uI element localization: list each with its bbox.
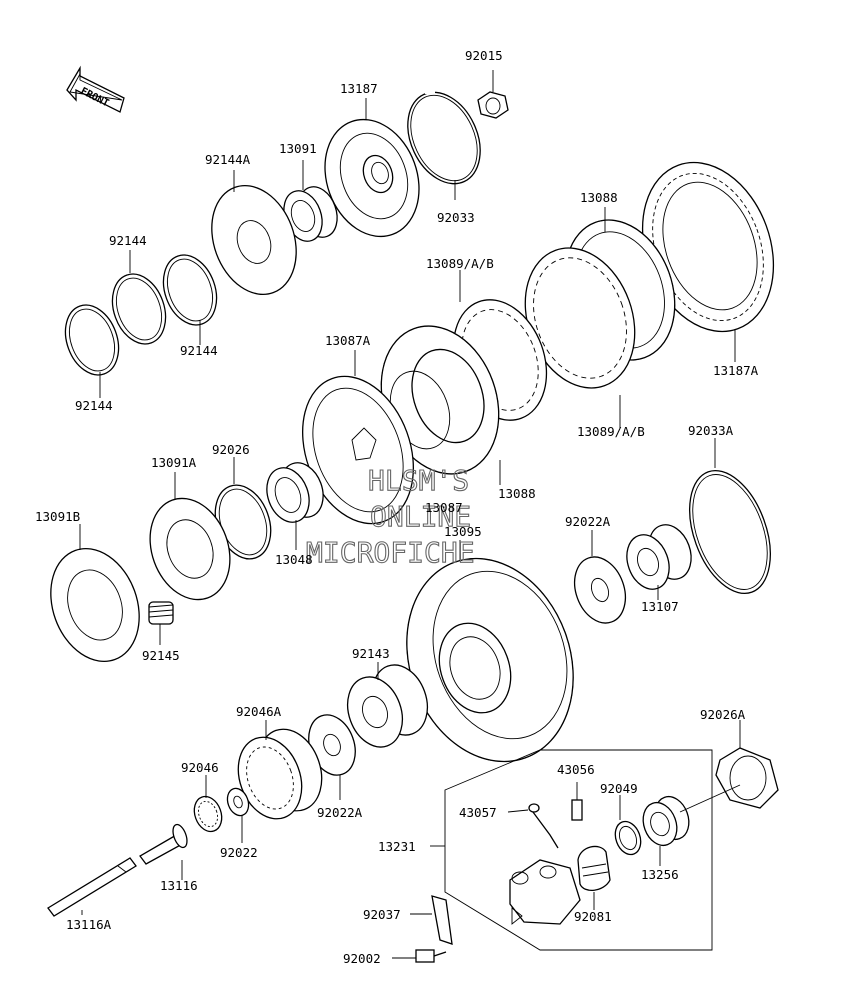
washer-92022 (226, 787, 250, 843)
label-92015[interactable]: 92015 (465, 48, 503, 63)
watermark: HLSM'S ONLINE MICROFICHE (305, 463, 475, 569)
washer-92022A-low (308, 714, 356, 800)
watermark-line-1: HLSM'S (368, 464, 469, 497)
pushrod-13116 (139, 823, 188, 880)
label-13088-top[interactable]: 13088 (580, 190, 618, 205)
label-13116[interactable]: 13116 (160, 878, 198, 893)
label-13187[interactable]: 13187 (340, 81, 378, 96)
housing-13095 (406, 540, 574, 763)
label-92144-mid[interactable]: 92144 (180, 343, 218, 358)
boot-92081 (577, 845, 611, 910)
plate-13091A (149, 472, 231, 601)
label-92144-low[interactable]: 92144 (75, 398, 113, 413)
label-13256[interactable]: 13256 (641, 867, 679, 882)
collar-13048 (266, 462, 324, 550)
label-13091B[interactable]: 13091B (35, 509, 80, 524)
bearing-92046 (193, 775, 223, 833)
label-13048[interactable]: 13048 (275, 552, 313, 567)
plate-13187 (324, 98, 420, 238)
assembly-13231-bracket (430, 749, 713, 951)
label-92002[interactable]: 92002 (343, 951, 381, 966)
valve-43056 (571, 782, 583, 821)
label-92144A[interactable]: 92144A (205, 152, 251, 167)
plate-13091B (50, 524, 140, 663)
front-arrow-icon: FRONT (66, 65, 125, 113)
washer-92144-a (111, 250, 167, 345)
label-92144-upper[interactable]: 92144 (109, 233, 147, 248)
sleeve-92143 (346, 662, 429, 748)
label-92026A[interactable]: 92026A (700, 707, 746, 722)
label-13095[interactable]: 13095 (444, 524, 482, 539)
label-13089-top[interactable]: 13089/A/B (426, 256, 494, 271)
label-13107[interactable]: 13107 (641, 599, 679, 614)
label-92022A-low[interactable]: 92022A (317, 805, 363, 820)
label-92145[interactable]: 92145 (142, 648, 180, 663)
washer-92144-c (64, 304, 120, 398)
plate-92144A (211, 170, 297, 296)
label-13187A[interactable]: 13187A (713, 363, 759, 378)
watermark-line-2: ONLINE (370, 500, 471, 533)
washer-92022A-top (573, 530, 627, 624)
label-92046A[interactable]: 92046A (236, 704, 282, 719)
bearing-13256 (642, 784, 741, 866)
label-92022[interactable]: 92022 (220, 845, 258, 860)
bearing-92046A (237, 720, 323, 820)
label-92033A[interactable]: 92033A (688, 423, 734, 438)
watermark-line-3: MICROFICHE (306, 536, 475, 569)
label-13087[interactable]: 13087 (425, 500, 463, 515)
bolt-92002 (392, 949, 447, 963)
label-92026[interactable]: 92026 (212, 442, 250, 457)
label-13089-low[interactable]: 13089/A/B (577, 424, 645, 439)
label-92046[interactable]: 92046 (181, 760, 219, 775)
rod-92037 (410, 895, 453, 945)
label-92037[interactable]: 92037 (363, 907, 401, 922)
bolt-43057 (507, 803, 559, 849)
label-13116A[interactable]: 13116A (66, 917, 112, 932)
snap-ring-92033 (407, 86, 481, 200)
label-13091A[interactable]: 13091A (151, 455, 197, 470)
part-labels: 92015 13187 13091 92144A 92033 13088 921… (35, 48, 759, 966)
nut-92015 (477, 70, 509, 119)
label-13088-low[interactable]: 13088 (498, 486, 536, 501)
spring-92145 (148, 601, 174, 645)
washer-92144-b (162, 254, 218, 345)
label-92143[interactable]: 92143 (352, 646, 390, 661)
label-13231[interactable]: 13231 (378, 839, 416, 854)
label-92033[interactable]: 92033 (437, 210, 475, 225)
label-43057[interactable]: 43057 (459, 805, 497, 820)
label-13091[interactable]: 13091 (279, 141, 317, 156)
cylinder-body (509, 859, 581, 925)
cover-92026A (715, 720, 779, 809)
collar-13107 (626, 524, 692, 600)
label-13087A[interactable]: 13087A (325, 333, 371, 348)
snap-ring-92033A (689, 438, 771, 595)
label-92081[interactable]: 92081 (574, 909, 612, 924)
label-92049[interactable]: 92049 (600, 781, 638, 796)
label-43056[interactable]: 43056 (557, 762, 595, 777)
label-92022A-top[interactable]: 92022A (565, 514, 611, 529)
seal-92049 (614, 795, 642, 856)
pushrod-13116A (47, 857, 137, 917)
